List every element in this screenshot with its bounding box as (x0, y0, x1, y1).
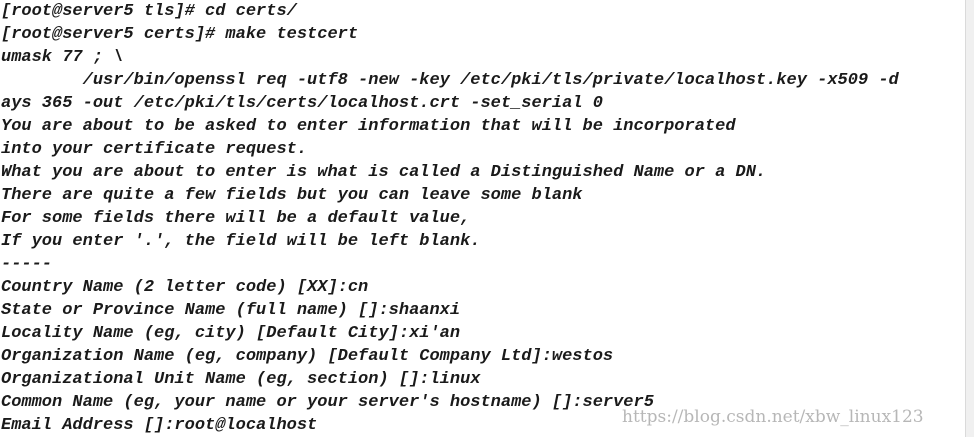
terminal-line: For some fields there will be a default … (1, 209, 471, 228)
terminal-line: [root@server5 tls]# cd certs/ (1, 2, 297, 21)
terminal-line: Email Address []:root@localhost (1, 416, 318, 435)
terminal-line: Organizational Unit Name (eg, section) [… (1, 370, 481, 389)
scrollbar[interactable] (965, 0, 974, 437)
watermark: https://blog.csdn.net/xbw_linux123 (622, 407, 924, 427)
terminal-line: You are about to be asked to enter infor… (1, 117, 736, 136)
terminal-line: [root@server5 certs]# make testcert (1, 25, 359, 44)
terminal-line: ays 365 -out /etc/pki/tls/certs/localhos… (1, 94, 603, 113)
terminal-line: Organization Name (eg, company) [Default… (1, 347, 614, 366)
terminal-line: into your certificate request. (1, 140, 308, 159)
terminal-line: If you enter '.', the field will be left… (1, 232, 481, 251)
terminal-line: ----- (1, 255, 53, 274)
terminal-line: State or Province Name (full name) []:sh… (1, 301, 461, 320)
terminal-line: Locality Name (eg, city) [Default City]:… (1, 324, 461, 343)
terminal-line: Country Name (2 letter code) [XX]:cn (1, 278, 369, 297)
terminal-line: /usr/bin/openssl req -utf8 -new -key /et… (1, 71, 899, 90)
terminal-line: umask 77 ; \ (1, 48, 124, 67)
terminal-line: Common Name (eg, your name or your serve… (1, 393, 654, 412)
terminal-line: What you are about to enter is what is c… (1, 163, 767, 182)
terminal-line: There are quite a few fields but you can… (1, 186, 583, 205)
